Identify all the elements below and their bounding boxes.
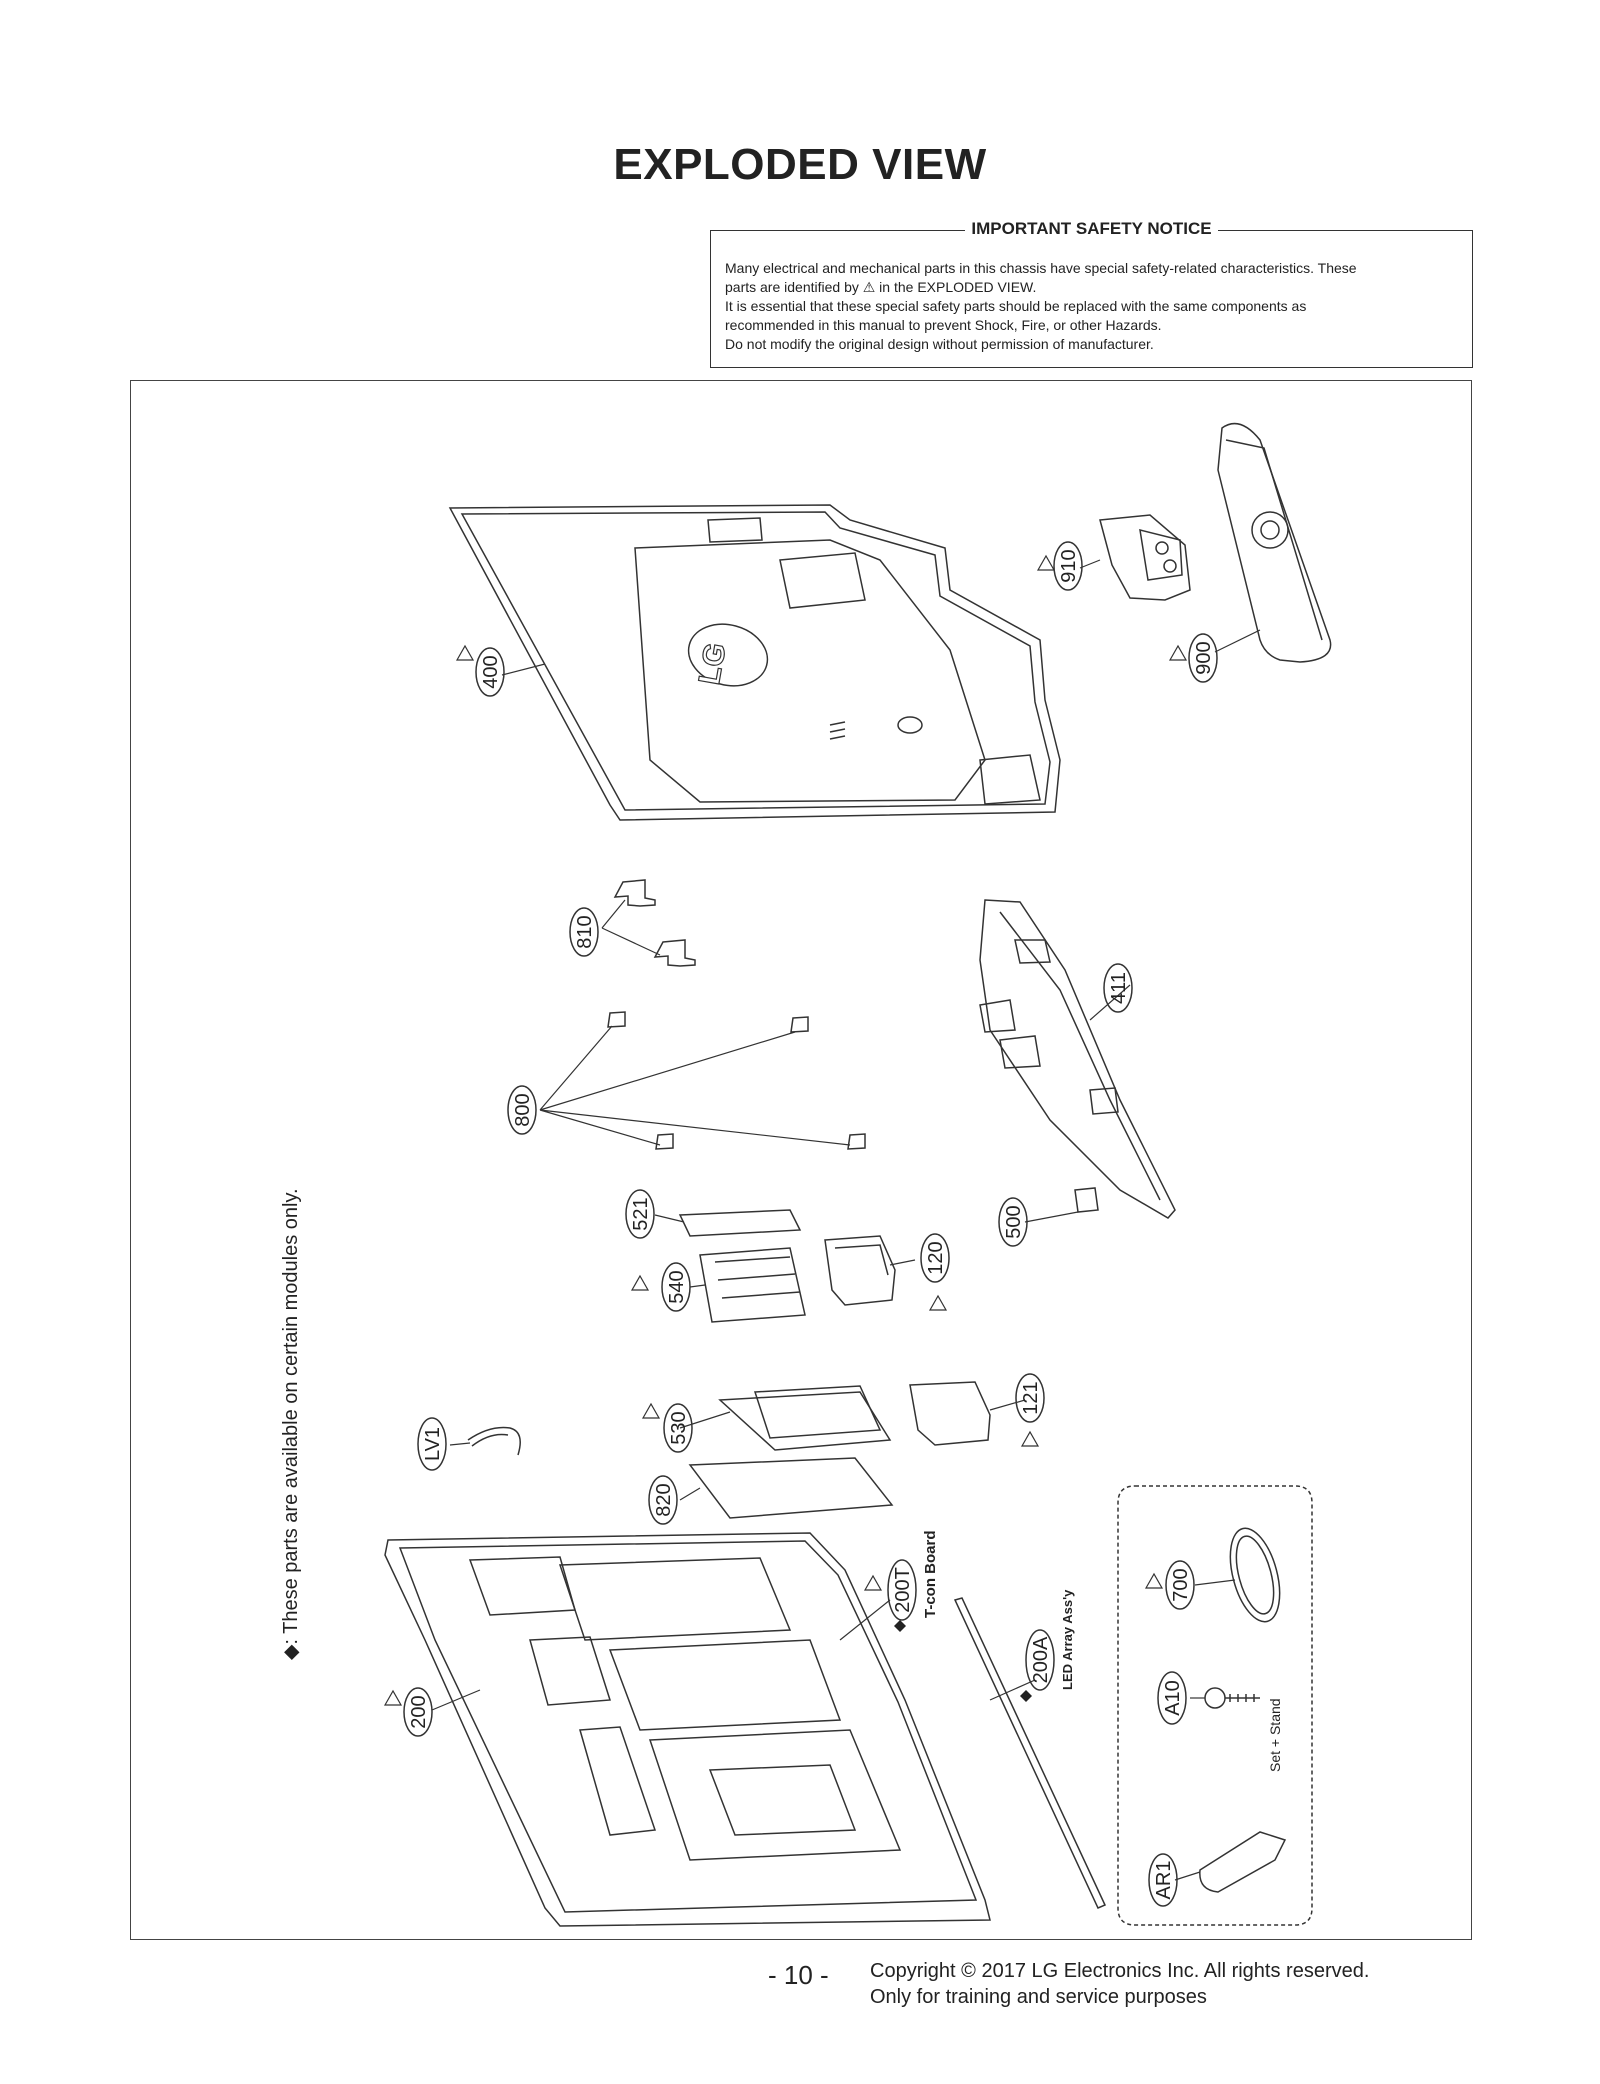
notice-line: Do not modify the original design withou… — [725, 336, 1154, 352]
callout-800: 800 — [507, 1085, 537, 1135]
callout-400: 400 — [475, 647, 505, 697]
notice-body: Many electrical and mechanical parts in … — [725, 259, 1458, 354]
stand-neck-drawing — [1099, 514, 1191, 601]
warning-icon — [630, 1274, 650, 1291]
callout-ar1: AR1 — [1148, 1853, 1178, 1907]
bracket-800-drawing — [607, 1011, 866, 1150]
part-number: 121 — [1020, 1381, 1042, 1414]
callout-700: 700 — [1165, 1560, 1195, 1610]
callout-900: 900 — [1188, 633, 1218, 683]
notice-line: Many electrical and mechanical parts in … — [725, 260, 1357, 276]
warning-icon — [1168, 644, 1188, 661]
part-number: 200A — [1030, 1636, 1052, 1683]
warning-icon — [863, 1574, 883, 1591]
part-number: 810 — [574, 915, 596, 948]
callout-820: 820 — [648, 1475, 678, 1525]
callout-a10: A10 — [1157, 1671, 1187, 1725]
part-number: AR1 — [1153, 1861, 1175, 1900]
notice-line: recommended in this manual to prevent Sh… — [725, 317, 1162, 333]
warning-icon — [1144, 1572, 1164, 1589]
led-bar-drawing — [953, 1597, 1107, 1909]
copyright-line: Only for training and service purposes — [870, 1986, 1207, 2008]
part-number: 700 — [1170, 1568, 1192, 1601]
callout-411: 411 — [1103, 963, 1133, 1013]
callout-540: 540 — [661, 1262, 691, 1312]
tcon-board-label: T-con Board — [922, 1530, 939, 1618]
speaker-121-drawing — [909, 1381, 991, 1446]
callouts: 400 910 900 810 411 800 521 500 — [403, 541, 1218, 1907]
callout-500: 500 — [998, 1197, 1028, 1247]
part-number: 540 — [666, 1270, 688, 1303]
warning-icon — [928, 1294, 948, 1311]
part-number: 910 — [1058, 549, 1080, 582]
callout-521: 521 — [625, 1189, 655, 1239]
notice-heading: IMPORTANT SAFETY NOTICE — [965, 219, 1218, 238]
back-cover-drawing — [448, 504, 1061, 821]
part-number: 500 — [1003, 1205, 1025, 1238]
callout-200a: 200A — [1025, 1629, 1055, 1691]
part-number: 900 — [1193, 641, 1215, 674]
led-array-label: LED Array Ass'y — [1060, 1589, 1075, 1690]
diagram-frame — [130, 380, 1472, 1940]
part-number: 820 — [653, 1483, 675, 1516]
part-number: 800 — [512, 1093, 534, 1126]
warning-icon — [455, 644, 475, 661]
callout-lv1: LV1 — [417, 1417, 447, 1471]
warning-icons — [383, 554, 1188, 1706]
callout-910: 910 — [1053, 541, 1083, 591]
callout-120: 120 — [920, 1233, 950, 1283]
accessory-box-drawing — [1117, 1485, 1313, 1926]
warning-icon — [641, 1402, 661, 1419]
bracket-810-drawing — [613, 879, 696, 967]
diamond-markers — [894, 1620, 1032, 1702]
part-number: 521 — [630, 1197, 652, 1230]
panel-module-drawing — [384, 1532, 991, 1927]
warning-icon — [1036, 554, 1056, 571]
diamond-icon — [1020, 1690, 1032, 1702]
part-number: 120 — [925, 1241, 947, 1274]
part-number: A10 — [1162, 1680, 1184, 1716]
callout-200t: 200T — [887, 1559, 917, 1621]
part-number: 411 — [1108, 972, 1130, 1004]
warning-icon — [1020, 1430, 1040, 1447]
part-number: 200T — [892, 1567, 914, 1613]
page-title: EXPLODED VIEW — [613, 140, 987, 189]
callout-200: 200 — [403, 1687, 433, 1737]
part-number: 530 — [668, 1411, 690, 1444]
diamond-icon — [894, 1620, 906, 1632]
cable-lv1-drawing — [467, 1426, 521, 1456]
stand-base-drawing — [1217, 422, 1332, 663]
leader-lines — [431, 559, 1261, 1881]
part-number: 400 — [480, 655, 502, 688]
notice-line: parts are identified by ⚠ in the EXPLODE… — [725, 279, 1037, 295]
notice-line: It is essential that these special safet… — [725, 298, 1307, 314]
safety-notice-box: IMPORTANT SAFETY NOTICE Many electrical … — [710, 219, 1473, 368]
copyright: Copyright © 2017 LG Electronics Inc. All… — [870, 1958, 1369, 2010]
callout-530: 530 — [663, 1403, 693, 1453]
frame-rail-drawing — [979, 899, 1176, 1219]
part-number: LV1 — [422, 1427, 444, 1461]
callout-810: 810 — [569, 907, 599, 957]
psu-530-drawing — [718, 1385, 892, 1451]
set-stand-label: Set + Stand — [1267, 1698, 1283, 1772]
copyright-line: Copyright © 2017 LG Electronics Inc. All… — [870, 1960, 1370, 1982]
part-number: 200 — [408, 1695, 430, 1728]
lg-logo-text: LG — [693, 640, 733, 687]
sheet-820-drawing — [688, 1457, 894, 1519]
page-number: - 10 - — [768, 1960, 829, 1990]
callout-121: 121 — [1015, 1373, 1045, 1423]
board-group-drawing — [678, 1187, 1099, 1323]
warning-icon — [383, 1689, 403, 1706]
